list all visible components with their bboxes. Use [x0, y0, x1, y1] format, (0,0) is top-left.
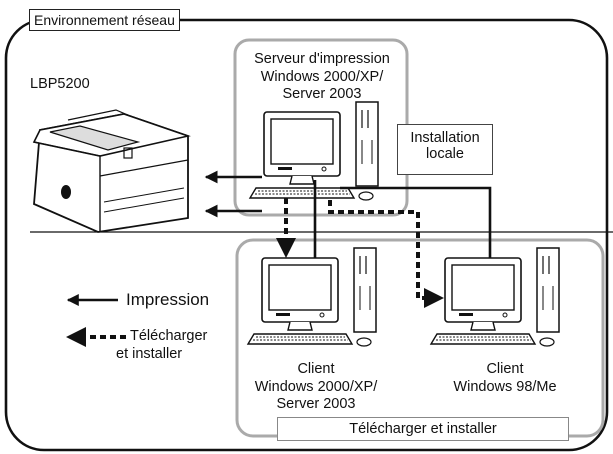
local-install-line1: Installation: [410, 130, 480, 146]
local-install-box: Installation locale: [397, 124, 493, 175]
client-right-computer-icon: [430, 247, 560, 347]
server-title: Serveur d'impression Windows 2000/XP/ Se…: [232, 51, 412, 104]
network-frame: [4, 18, 609, 452]
legend-download-label: Télécharger: [130, 328, 207, 346]
legend-download-line2: et installer: [116, 346, 183, 362]
printer-icon: [32, 109, 191, 233]
client-right-label: Client Windows 98/Me: [440, 361, 570, 396]
frame-title: Environnement réseau: [29, 9, 180, 31]
client-left-line3: Server 2003: [276, 396, 356, 413]
server-title-line3: Server 2003: [282, 86, 362, 103]
local-install-line2: locale: [426, 146, 464, 162]
link-right-client: [340, 186, 492, 258]
printer-model-label: LBP5200: [30, 76, 90, 92]
client-left-label: Client Windows 2000/XP/ Server 2003: [246, 361, 386, 414]
server-title-line2: Windows 2000/XP/: [260, 68, 384, 85]
download-arrow-right: [328, 200, 444, 308]
legend-download-line1: Télécharger: [130, 328, 208, 344]
legend-print-label: Impression: [126, 290, 210, 309]
client-left-line1: Client: [297, 361, 335, 377]
client-right-line2: Windows 98/Me: [453, 378, 557, 395]
server-title-line1: Serveur d'impression: [254, 51, 390, 67]
client-right-line1: Client: [486, 361, 524, 377]
client-left-line2: Windows 2000/XP/: [254, 378, 378, 395]
client-left-computer-icon: [247, 247, 377, 347]
bottom-download-label: Télécharger et installer: [277, 417, 569, 441]
